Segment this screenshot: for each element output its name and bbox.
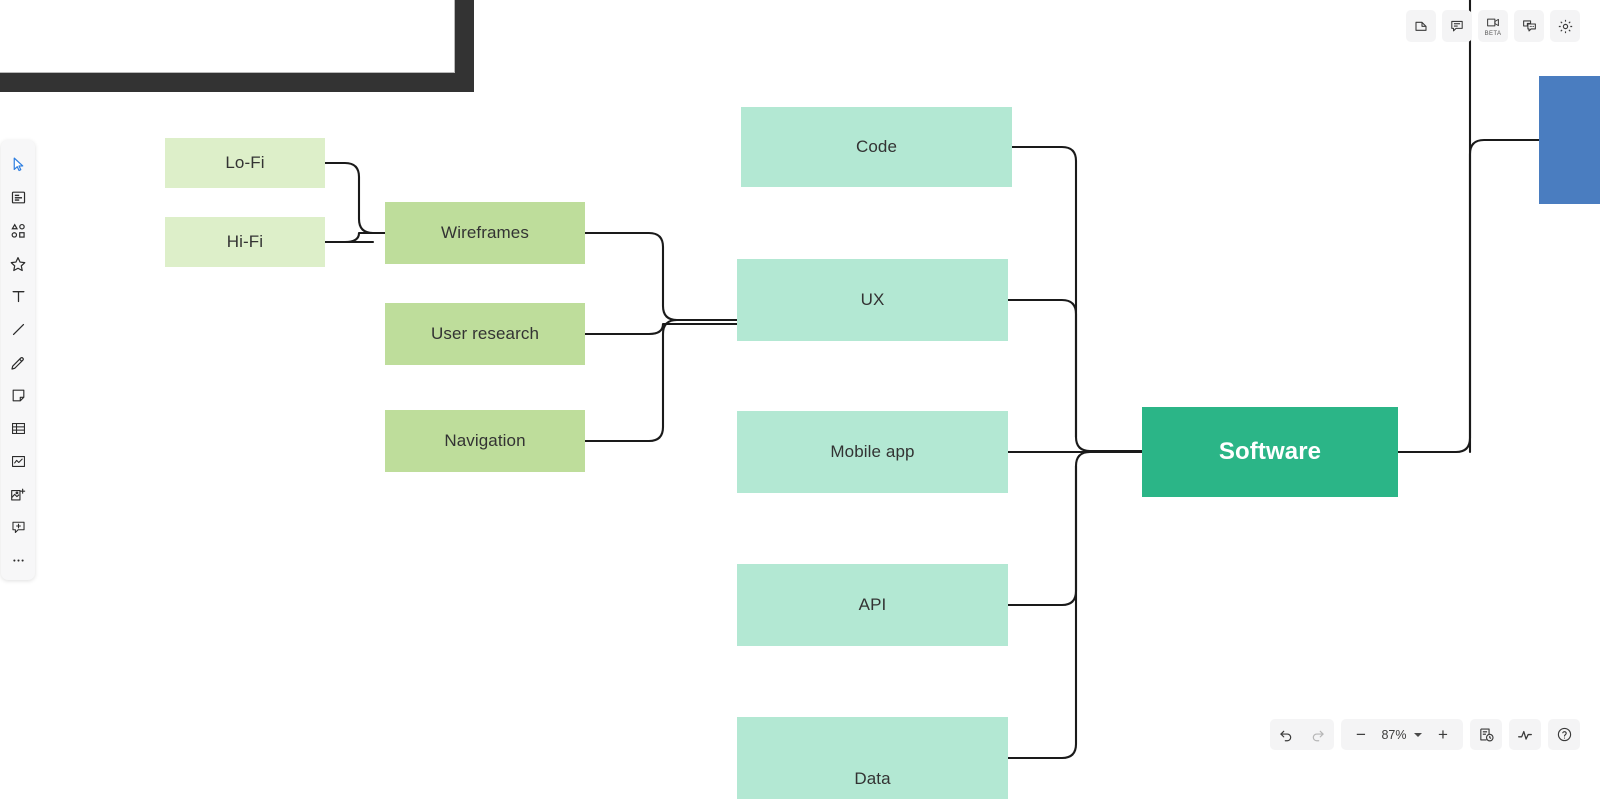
- beta-badge: BETA: [1484, 31, 1502, 37]
- shapes-icon[interactable]: [3, 214, 33, 247]
- node-label: Software: [1218, 437, 1322, 465]
- left-toolbar[interactable]: [1, 140, 35, 580]
- zoom-level-value[interactable]: 87%: [1381, 727, 1407, 742]
- chevron-down-icon[interactable]: [1414, 732, 1422, 737]
- node-code[interactable]: Code: [741, 107, 1012, 187]
- node-hi-fi[interactable]: Hi-Fi: [165, 217, 325, 267]
- top-right-toolbar[interactable]: BETA: [1406, 10, 1580, 42]
- chart-icon[interactable]: [3, 445, 33, 478]
- chat-icon[interactable]: [1514, 10, 1544, 42]
- node-ux[interactable]: UX: [737, 259, 1008, 341]
- node-label: User research: [430, 323, 540, 343]
- version-history-icon[interactable]: [1470, 719, 1502, 750]
- video-icon[interactable]: BETA: [1478, 10, 1508, 42]
- node-offscreen-blue[interactable]: [1539, 76, 1600, 204]
- bottom-right-controls[interactable]: − 87% +: [1270, 719, 1580, 750]
- zoom-in-label: +: [1438, 725, 1448, 744]
- table-icon[interactable]: [3, 412, 33, 445]
- zoom-out-label: −: [1356, 725, 1366, 744]
- node-label: Hi-Fi: [226, 231, 264, 251]
- zoom-group[interactable]: − 87% +: [1341, 719, 1463, 750]
- node-lo-fi[interactable]: Lo-Fi: [165, 138, 325, 188]
- undo-icon[interactable]: [1270, 719, 1302, 750]
- star-icon[interactable]: [3, 247, 33, 280]
- node-user-research[interactable]: User research: [385, 303, 585, 365]
- node-label: Lo-Fi: [225, 152, 265, 172]
- activity-icon[interactable]: [1509, 719, 1541, 750]
- redo-icon[interactable]: [1302, 719, 1334, 750]
- node-label: UX: [860, 289, 885, 309]
- frame-overlay: [0, 0, 474, 92]
- node-navigation[interactable]: Navigation: [385, 410, 585, 472]
- node-wireframes[interactable]: Wireframes: [385, 202, 585, 264]
- cursor-select-icon[interactable]: [3, 148, 33, 181]
- pages-icon[interactable]: [1406, 10, 1436, 42]
- pencil-icon[interactable]: [3, 346, 33, 379]
- more-icon[interactable]: [3, 544, 33, 577]
- node-label: Navigation: [444, 430, 526, 450]
- node-software-root[interactable]: Software: [1142, 407, 1398, 497]
- node-api[interactable]: API: [737, 564, 1008, 646]
- node-mobile-app[interactable]: Mobile app: [737, 411, 1008, 493]
- node-label: Wireframes: [441, 222, 529, 242]
- text-icon[interactable]: [3, 280, 33, 313]
- node-label: Code: [855, 136, 898, 156]
- node-label: API: [858, 594, 887, 614]
- gear-icon[interactable]: [1550, 10, 1580, 42]
- zoom-out-button[interactable]: −: [1345, 719, 1377, 750]
- zoom-in-button[interactable]: +: [1427, 719, 1459, 750]
- frame-overlay-inner: [0, 0, 455, 73]
- line-icon[interactable]: [3, 313, 33, 346]
- sticky-note-icon[interactable]: [3, 379, 33, 412]
- image-add-icon[interactable]: [3, 478, 33, 511]
- frame-icon[interactable]: [3, 181, 33, 214]
- comment-add-icon[interactable]: [3, 511, 33, 544]
- help-icon[interactable]: [1548, 719, 1580, 750]
- node-data[interactable]: Data: [737, 717, 1008, 799]
- undo-redo-group[interactable]: [1270, 719, 1334, 750]
- node-label: Mobile app: [830, 441, 915, 461]
- comment-icon[interactable]: [1442, 10, 1472, 42]
